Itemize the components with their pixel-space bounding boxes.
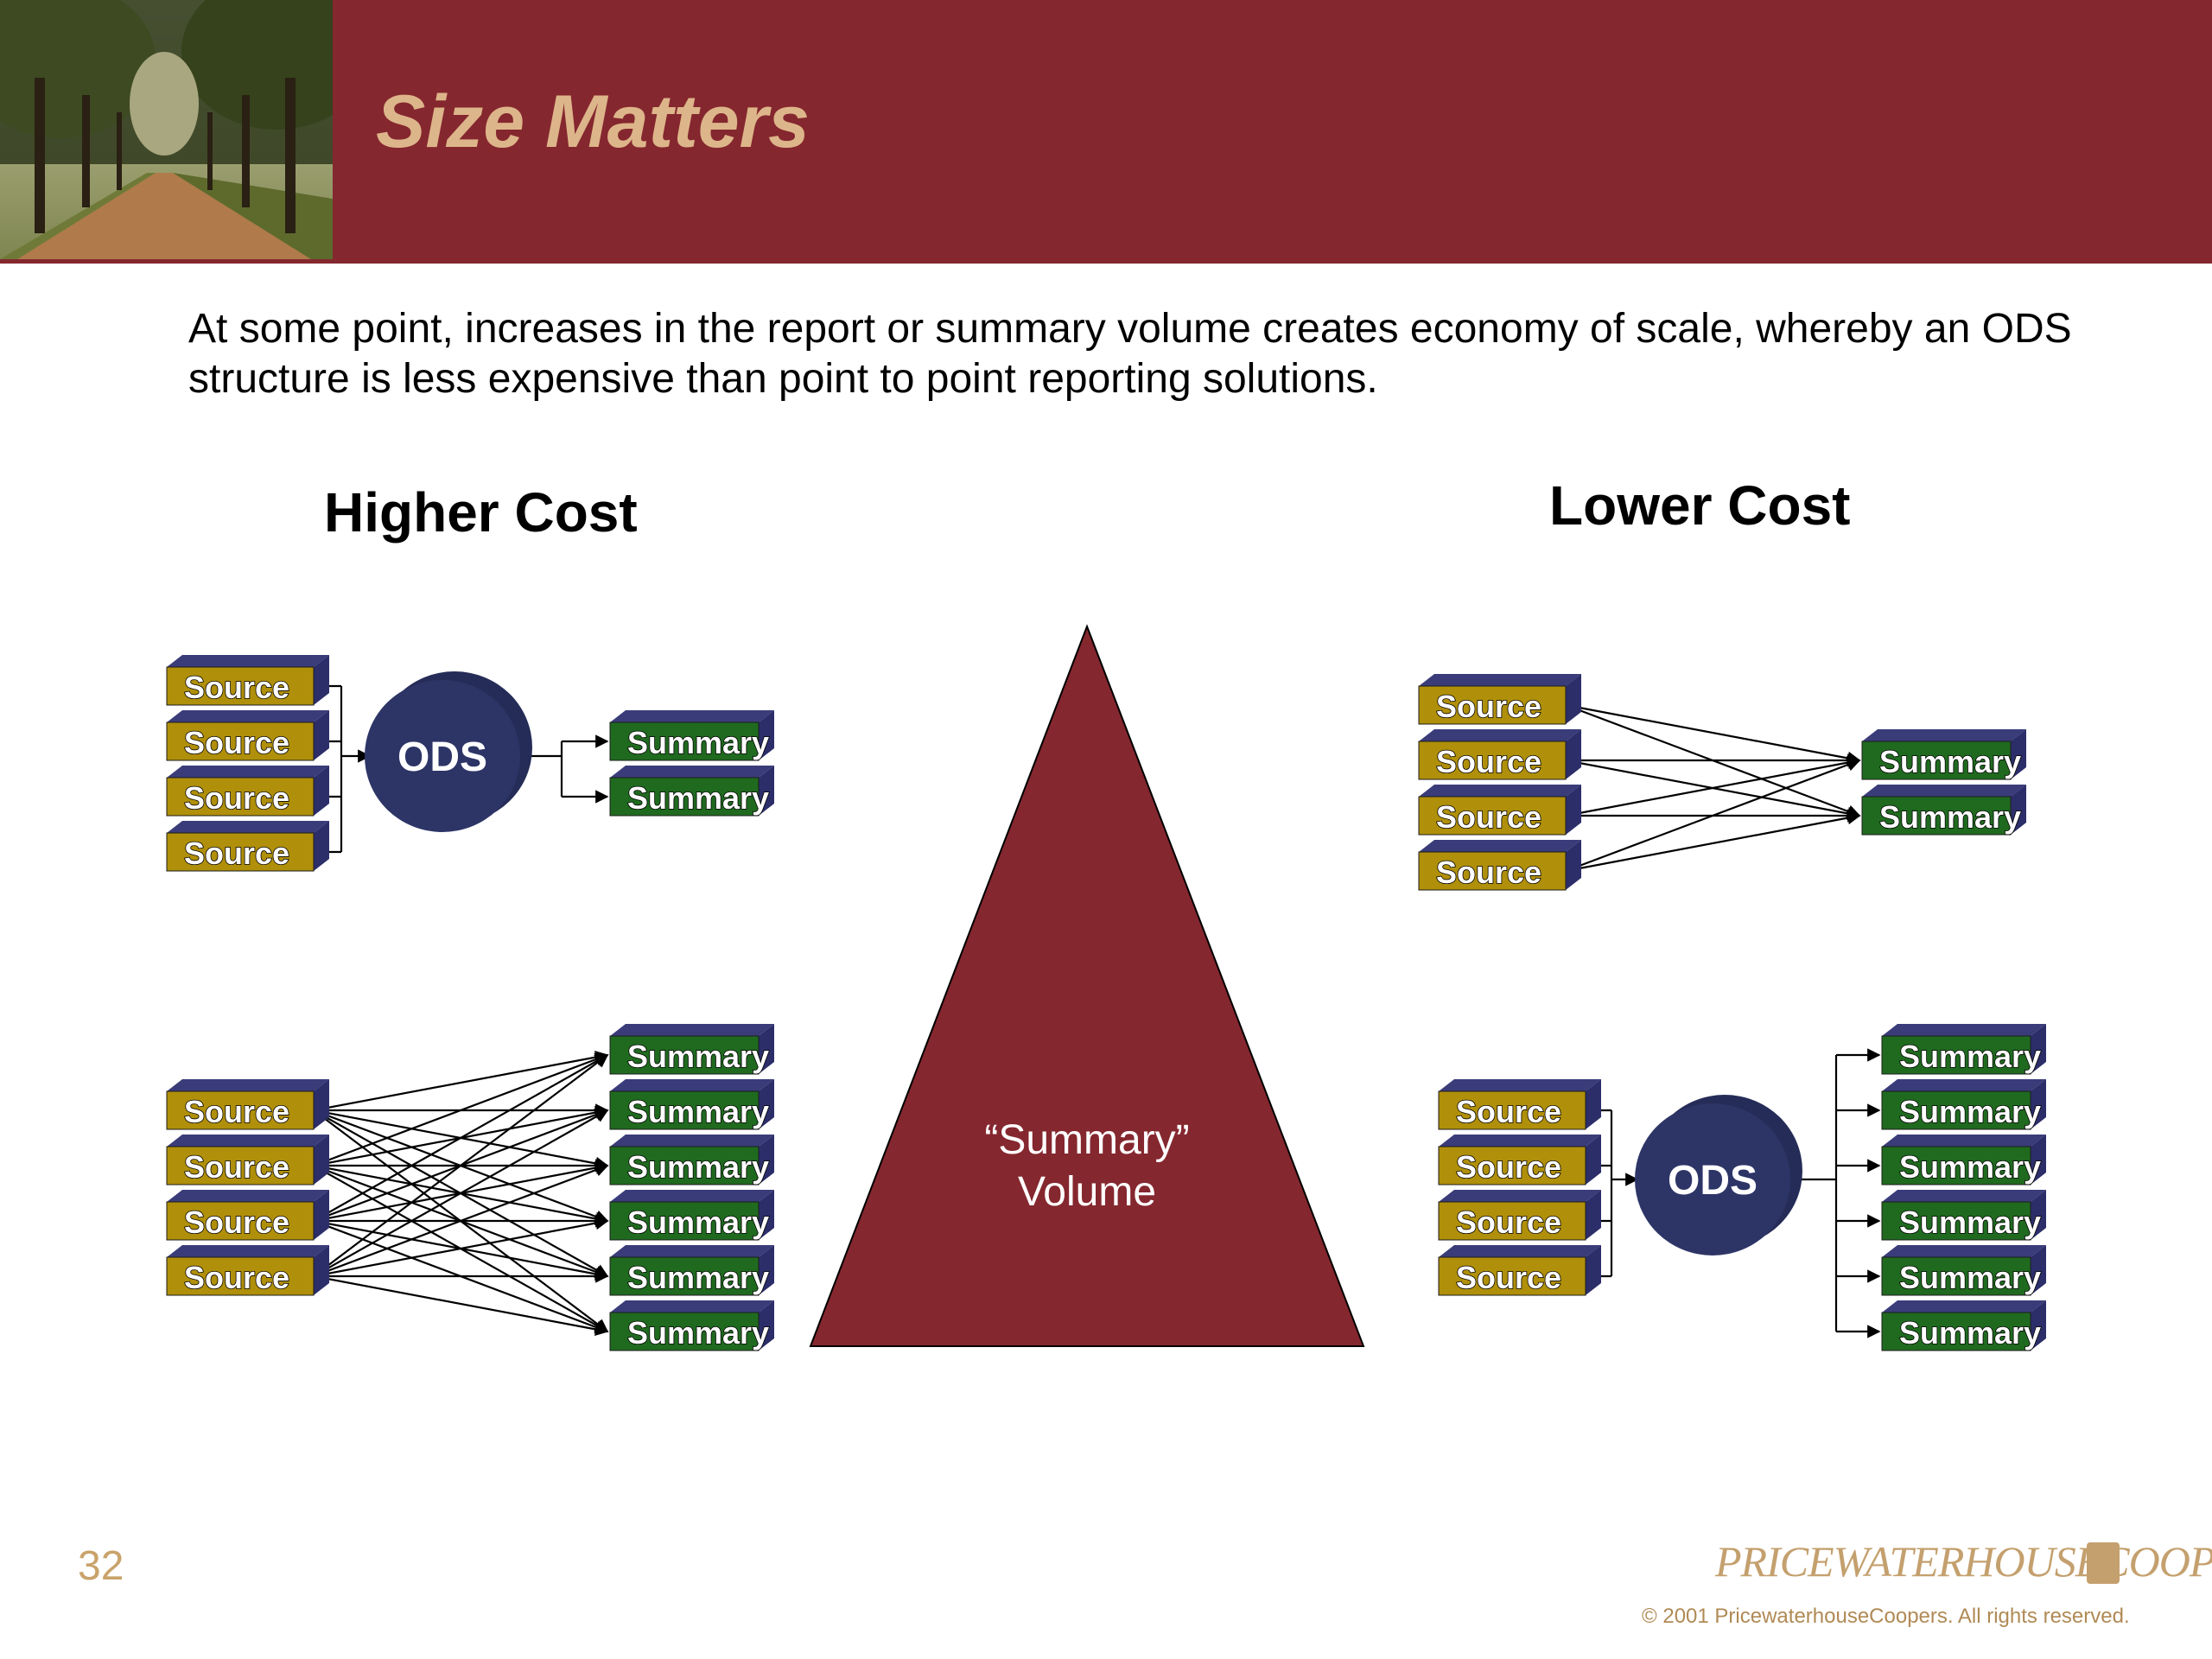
source-label: Source bbox=[184, 670, 289, 705]
summary-box: Summary bbox=[1881, 1079, 2046, 1130]
summary-volume-triangle: “Summary” Volume bbox=[809, 624, 1365, 1347]
tree-lined-road-photo bbox=[0, 0, 333, 259]
connector-line bbox=[313, 1054, 609, 1277]
source-label: Source bbox=[184, 1149, 289, 1185]
summary-label: Summary bbox=[627, 1149, 769, 1185]
higher-cost-heading: Higher Cost bbox=[324, 481, 638, 543]
connector-line bbox=[313, 1050, 609, 1112]
summary-label: Summary bbox=[1899, 1094, 2041, 1129]
source-label: Source bbox=[184, 1094, 289, 1129]
summary-box: Summary bbox=[1861, 729, 2026, 780]
summary-label: Summary bbox=[1879, 799, 2021, 835]
source-box: Source bbox=[166, 1135, 329, 1185]
source-label: Source bbox=[1456, 1094, 1561, 1129]
intro-text: At some point, increases in the report o… bbox=[188, 306, 2072, 402]
connector-line bbox=[1565, 758, 1861, 873]
slide-title: Size Matters bbox=[376, 80, 810, 163]
source-label: Source bbox=[184, 1205, 289, 1240]
source-label: Source bbox=[1456, 1205, 1561, 1240]
ods-node-top-left: ODS bbox=[365, 671, 532, 832]
source-box: Source bbox=[166, 1190, 329, 1241]
summary-label: Summary bbox=[627, 1205, 769, 1240]
summary-box: Summary bbox=[1881, 1245, 2046, 1296]
ods-label: ODS bbox=[397, 734, 487, 780]
ods-node-bottom-right: ODS bbox=[1635, 1095, 1802, 1255]
connector-line bbox=[1565, 703, 1861, 766]
lower-cost-heading: Lower Cost bbox=[1549, 474, 1851, 537]
summary-box: Summary bbox=[1881, 1190, 2046, 1241]
summary-box: Summary bbox=[609, 1245, 774, 1296]
connector-line bbox=[313, 1163, 609, 1278]
summary-label: Summary bbox=[1899, 1039, 2041, 1074]
summary-label: Summary bbox=[1899, 1205, 2041, 1240]
source-label: Source bbox=[1436, 744, 1541, 779]
cost-comparison-diagram: “Summary” Volume ODSSourceSourceSourceSo… bbox=[166, 624, 2046, 1351]
summary-box: Summary bbox=[1861, 785, 2026, 836]
source-label: Source bbox=[1436, 799, 1541, 835]
connector-line bbox=[313, 1054, 609, 1222]
connector-lines bbox=[313, 684, 1881, 1338]
summary-box: Summary bbox=[609, 1190, 774, 1241]
summary-label: Summary bbox=[627, 725, 769, 760]
summary-label: Summary bbox=[627, 1094, 769, 1129]
ods-label: ODS bbox=[1668, 1158, 1758, 1204]
diagram-boxes: ODSSourceSourceSourceSourceSummarySummar… bbox=[166, 655, 2046, 1351]
slide-header: Size Matters bbox=[0, 0, 2212, 264]
source-label: Source bbox=[184, 1260, 289, 1295]
source-box: Source bbox=[1438, 1190, 1601, 1241]
summary-box: Summary bbox=[609, 1135, 774, 1185]
source-label: Source bbox=[184, 780, 289, 816]
source-box: Source bbox=[166, 710, 329, 761]
source-box: Source bbox=[1418, 729, 1581, 780]
source-label: Source bbox=[184, 836, 289, 871]
summary-label: Summary bbox=[627, 780, 769, 816]
source-label: Source bbox=[1436, 689, 1541, 724]
summary-box: Summary bbox=[609, 710, 774, 761]
summary-label: Summary bbox=[1899, 1149, 2041, 1185]
source-box: Source bbox=[1438, 1135, 1601, 1185]
summary-box: Summary bbox=[609, 1300, 774, 1351]
triangle-label-line1: “Summary” bbox=[984, 1117, 1189, 1163]
summary-box: Summary bbox=[1881, 1024, 2046, 1075]
source-box: Source bbox=[1438, 1079, 1601, 1130]
copyright-text: © 2001 PricewaterhouseCoopers. All right… bbox=[1642, 1605, 2130, 1628]
source-label: Source bbox=[184, 725, 289, 760]
summary-label: Summary bbox=[1899, 1315, 2041, 1351]
source-label: Source bbox=[1456, 1260, 1561, 1295]
connector-line bbox=[313, 1052, 609, 1167]
source-box: Source bbox=[166, 1079, 329, 1130]
source-box: Source bbox=[166, 1245, 329, 1296]
summary-box: Summary bbox=[1881, 1135, 2046, 1185]
summary-box: Summary bbox=[609, 766, 774, 817]
brand-logo: PRICEWATERHOUSECOOPERS bbox=[1715, 1537, 2212, 1586]
summary-label: Summary bbox=[627, 1315, 769, 1351]
summary-box: Summary bbox=[609, 1079, 774, 1130]
summary-label: Summary bbox=[627, 1039, 769, 1074]
source-box: Source bbox=[1418, 785, 1581, 836]
connector-line bbox=[313, 1274, 609, 1337]
summary-box: Summary bbox=[1881, 1300, 2046, 1351]
source-box: Source bbox=[166, 821, 329, 872]
source-box: Source bbox=[1438, 1245, 1601, 1296]
connector-line bbox=[1565, 755, 1861, 817]
source-box: Source bbox=[166, 766, 329, 817]
source-box: Source bbox=[166, 655, 329, 706]
connector-line bbox=[1565, 810, 1861, 873]
source-label: Source bbox=[1436, 855, 1541, 890]
connector-line bbox=[313, 1109, 609, 1277]
brand-mark-icon bbox=[2087, 1542, 2120, 1584]
source-label: Source bbox=[1456, 1149, 1561, 1185]
source-box: Source bbox=[1418, 674, 1581, 725]
summary-box: Summary bbox=[609, 1024, 774, 1075]
summary-label: Summary bbox=[1899, 1260, 2041, 1295]
summary-label: Summary bbox=[627, 1260, 769, 1295]
triangle-label-line2: Volume bbox=[1018, 1169, 1156, 1215]
summary-label: Summary bbox=[1879, 744, 2021, 779]
page-number: 32 bbox=[78, 1543, 124, 1589]
source-box: Source bbox=[1418, 840, 1581, 891]
connector-line bbox=[313, 1216, 609, 1278]
